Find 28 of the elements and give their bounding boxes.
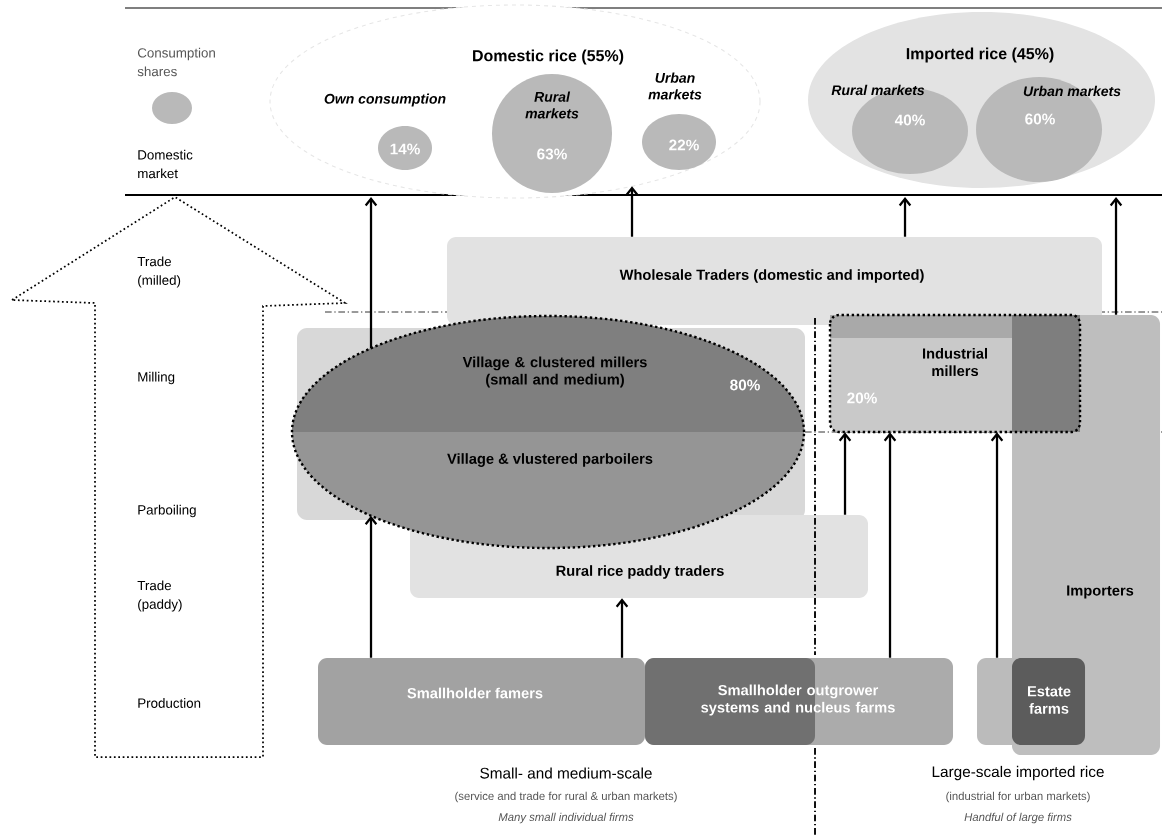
row-label: Consumption shares [137,47,215,77]
group-caption: Handful of large firms [964,812,1072,824]
process-box: Wholesale Traders (domestic and imported) [447,237,1102,325]
node-label: Urban markets [648,72,702,100]
arrow [615,598,629,658]
group-caption: Small- and medium-scale [480,767,652,779]
arrow [364,515,378,658]
arrow [838,432,852,515]
row-label: Parboiling [138,504,196,518]
arrow [898,197,912,237]
arrow [364,197,378,349]
process-box: Estate farms [977,658,1085,745]
group-caption: (industrial for urban markets) [946,791,1090,803]
row-label: Milling [138,371,175,385]
group-caption: Many small individual firms [498,812,634,824]
row-label: Production [138,698,201,708]
process-box: Smallholder outgrower systems and nucleus farms [645,658,953,745]
node-label: Own consumption [324,93,446,107]
row-label: Domestic market [138,149,193,179]
group-caption: (service and trade for rural & urban markets) [455,791,677,803]
row-label: Trade (paddy) [137,580,182,612]
arrow [1109,197,1123,315]
arrow [625,186,639,237]
group-caption: Large-scale imported rice [932,765,1104,781]
arrow [883,432,897,658]
arrow [990,432,1004,658]
row-label: Trade (milled) [137,256,181,288]
process-box: Smallholder famers [318,658,645,745]
